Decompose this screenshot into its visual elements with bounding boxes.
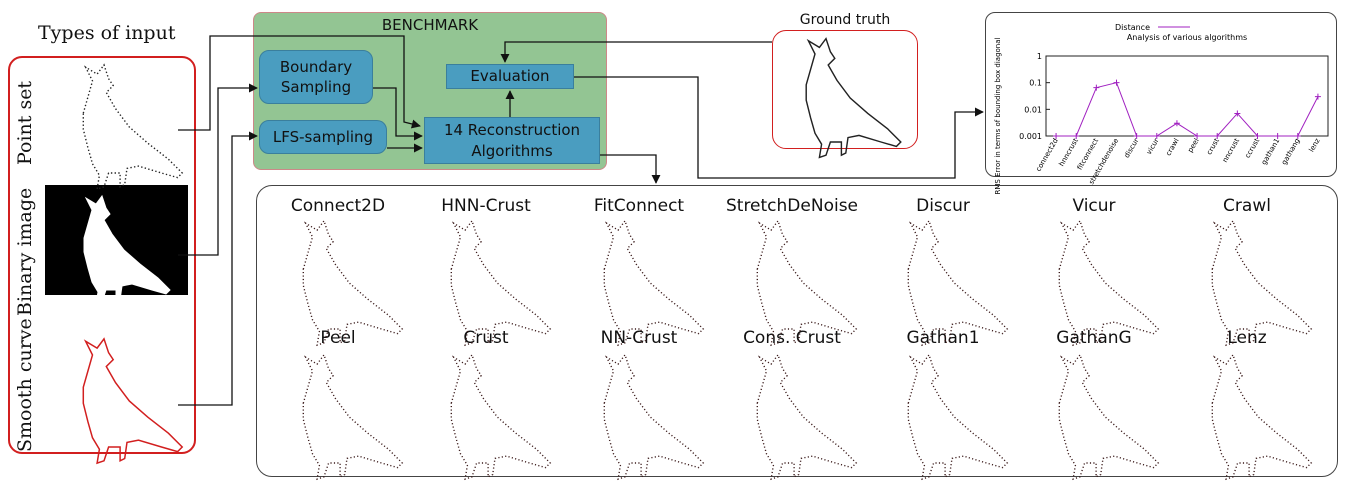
data-point xyxy=(1274,133,1281,139)
arrow-binary-to-boundary xyxy=(178,83,258,256)
data-point xyxy=(1153,133,1160,139)
algorithm-label: Peel xyxy=(320,328,356,348)
chart-title: Analysis of various algorithms xyxy=(1127,33,1247,42)
result-bird xyxy=(756,354,857,480)
data-point xyxy=(1234,110,1241,117)
algorithm-label: Discur xyxy=(916,196,970,216)
result-birds xyxy=(302,220,1312,480)
result-bird xyxy=(450,220,551,346)
x-tick-label: connect2d xyxy=(1034,137,1059,173)
input-point-set-bird xyxy=(82,64,183,190)
types-of-input-title: Types of input xyxy=(38,22,176,44)
error-chart: Analysis of various algorithms RMS Error … xyxy=(994,23,1329,194)
chart-panel xyxy=(985,12,1337,177)
algorithm-label: StretchDeNoise xyxy=(725,196,859,216)
data-point xyxy=(1073,133,1080,139)
y-tick-label: 1 xyxy=(1037,52,1042,61)
arrow-pointset-to-recon xyxy=(178,35,421,131)
result-bird xyxy=(450,354,551,480)
algorithm-label: HNN-Crust xyxy=(441,196,531,216)
input-smooth-curve-bird xyxy=(82,338,183,464)
result-bird xyxy=(1058,220,1159,346)
algorithm-label: GathanG xyxy=(1056,328,1132,348)
result-bird xyxy=(907,354,1008,480)
result-bird xyxy=(1211,354,1312,480)
result-bird xyxy=(1211,220,1312,346)
data-point xyxy=(1194,133,1201,139)
data-point xyxy=(1254,133,1261,139)
result-bird xyxy=(302,354,403,480)
x-tick-label: gathan1 xyxy=(1260,137,1281,166)
data-point xyxy=(1133,133,1140,139)
arrow-boundary-to-recon xyxy=(373,87,423,141)
ground-truth-title: Ground truth xyxy=(799,12,891,28)
algorithm-label: Vicur xyxy=(1072,196,1116,216)
data-point xyxy=(1314,93,1321,100)
data-point xyxy=(1113,79,1120,86)
series-line xyxy=(1056,82,1319,137)
reconstruction-box: 14 Reconstruction Algorithms xyxy=(424,117,600,164)
boundary-sampling-box: Boundary Sampling xyxy=(259,50,373,104)
data-point xyxy=(1294,133,1301,139)
algorithm-label: Gathan1 xyxy=(906,328,980,348)
data-point xyxy=(1053,133,1060,139)
algorithm-label: Cons. Crust xyxy=(743,328,841,348)
algorithm-label: Crawl xyxy=(1223,196,1271,216)
arrow-eval-to-chart xyxy=(574,76,984,179)
result-bird xyxy=(756,220,857,346)
lfs-sampling-box: LFS-sampling xyxy=(259,120,387,154)
y-tick-label: 0.01 xyxy=(1024,105,1042,114)
chart-plot-area xyxy=(1045,55,1329,137)
x-tick-label: ccrust xyxy=(1244,137,1262,160)
data-point xyxy=(1093,84,1100,91)
x-tick-label: gathang xyxy=(1280,137,1301,166)
algorithm-label: FitConnect xyxy=(593,196,685,216)
data-point xyxy=(1173,120,1180,127)
ground-truth-bird xyxy=(805,37,902,159)
x-tick-label: peel xyxy=(1186,137,1200,154)
ground-truth-panel xyxy=(772,30,918,149)
arrow-gt-to-eval xyxy=(500,41,772,63)
data-point xyxy=(1214,133,1221,139)
result-bird xyxy=(603,220,704,346)
result-bird xyxy=(302,220,403,346)
arrow-recon-to-results xyxy=(600,154,661,184)
results-panel xyxy=(256,185,1338,477)
y-tick-label: 0.001 xyxy=(1019,132,1042,141)
algorithm-label: Connect2D xyxy=(290,196,386,216)
chart-ylabel: RMS Error in terms of bounding box diago… xyxy=(994,37,1002,194)
x-tick-label: vicur xyxy=(1145,137,1161,156)
x-tick-label: crust xyxy=(1205,137,1221,156)
arrow-smooth-to-lfs xyxy=(178,131,258,406)
legend-label: Distance xyxy=(1115,23,1150,32)
x-tick-label: discur xyxy=(1123,137,1141,159)
result-bird xyxy=(907,220,1008,346)
benchmark-title: BENCHMARK xyxy=(381,16,479,34)
algorithm-label: NN-Crust xyxy=(600,328,678,348)
x-tick-label: crawl xyxy=(1164,137,1180,157)
input-binary-bird xyxy=(83,195,171,305)
x-tick-label: lenz xyxy=(1308,137,1322,154)
result-bird xyxy=(1058,354,1159,480)
result-bird xyxy=(603,354,704,480)
evaluation-box: Evaluation xyxy=(446,64,574,89)
y-tick-label: 0.1 xyxy=(1029,79,1042,88)
algorithm-label: Lenz xyxy=(1227,328,1267,348)
x-tick-label: hnncrust xyxy=(1058,137,1080,168)
x-tick-label: nncrust xyxy=(1221,137,1241,164)
